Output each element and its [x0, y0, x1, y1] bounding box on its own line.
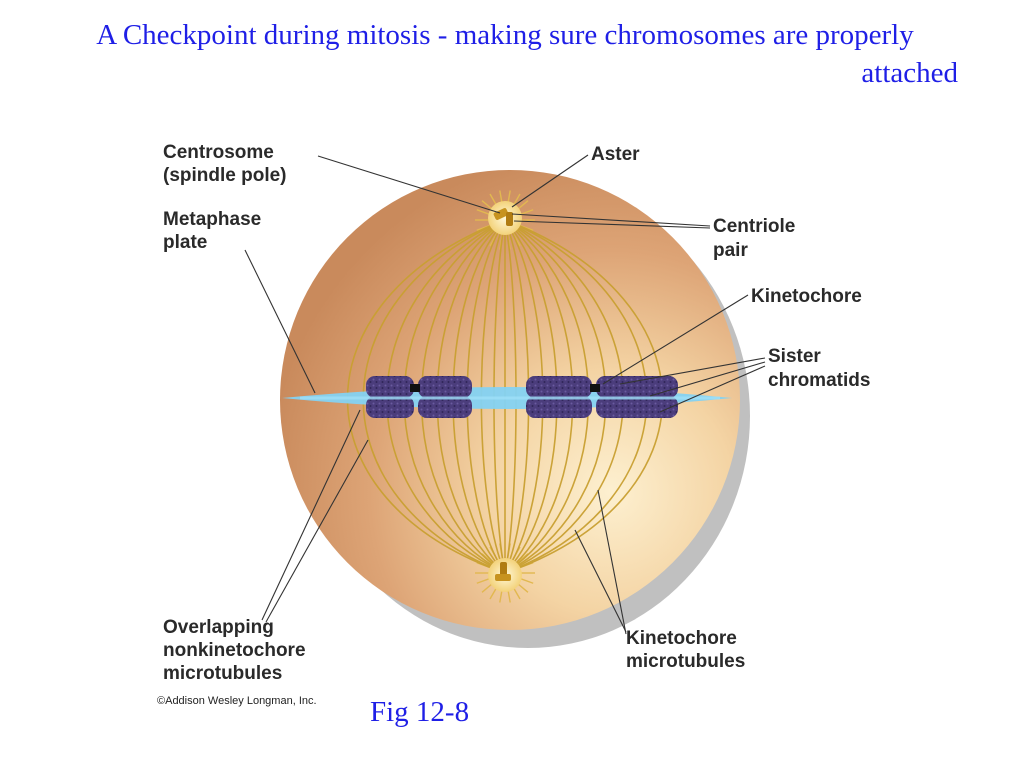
- slide-title: A Checkpoint during mitosis - making sur…: [20, 16, 990, 92]
- label-aster: Aster: [591, 144, 640, 165]
- label-kinetochore: Kinetochore: [751, 286, 862, 307]
- label-centrosome-line1: Centrosome: [163, 142, 274, 163]
- chromatid: [418, 396, 472, 418]
- label-centriole-line2: pair: [713, 240, 748, 261]
- title-line-2: attached: [861, 57, 958, 89]
- label-centriole-line1: Centriole: [713, 216, 795, 237]
- chromatid: [418, 376, 472, 398]
- chromatid: [596, 396, 678, 418]
- label-sister-line2: chromatids: [768, 370, 870, 391]
- centrosome-top: [488, 201, 522, 235]
- title-line-1: A Checkpoint during mitosis - making sur…: [96, 19, 914, 51]
- label-sister-line1: Sister: [768, 346, 821, 367]
- label-overlapping-line3: microtubules: [163, 663, 282, 684]
- kinetochore: [590, 384, 600, 392]
- figure-reference: Fig 12-8: [370, 696, 470, 728]
- label-kmt-line2: microtubules: [626, 651, 745, 672]
- label-metaphase-line1: Metaphase: [163, 209, 261, 230]
- label-overlapping-line1: Overlapping: [163, 617, 274, 638]
- centrosome-bottom: [488, 558, 522, 592]
- label-overlapping-line2: nonkinetochore: [163, 640, 306, 661]
- copyright-notice: ©Addison Wesley Longman, Inc.: [157, 695, 317, 707]
- label-kmt-line1: Kinetochore: [626, 628, 737, 649]
- chromatid: [526, 396, 592, 418]
- chromatid: [366, 376, 414, 398]
- chromatid: [526, 376, 592, 398]
- chromatid: [366, 396, 414, 418]
- chromatid: [596, 376, 678, 398]
- label-metaphase-line2: plate: [163, 232, 207, 253]
- leader-lines: [244, 154, 766, 635]
- label-centrosome-line2: (spindle pole): [163, 165, 287, 186]
- kinetochore: [410, 384, 420, 392]
- chromosome-group: [366, 376, 678, 418]
